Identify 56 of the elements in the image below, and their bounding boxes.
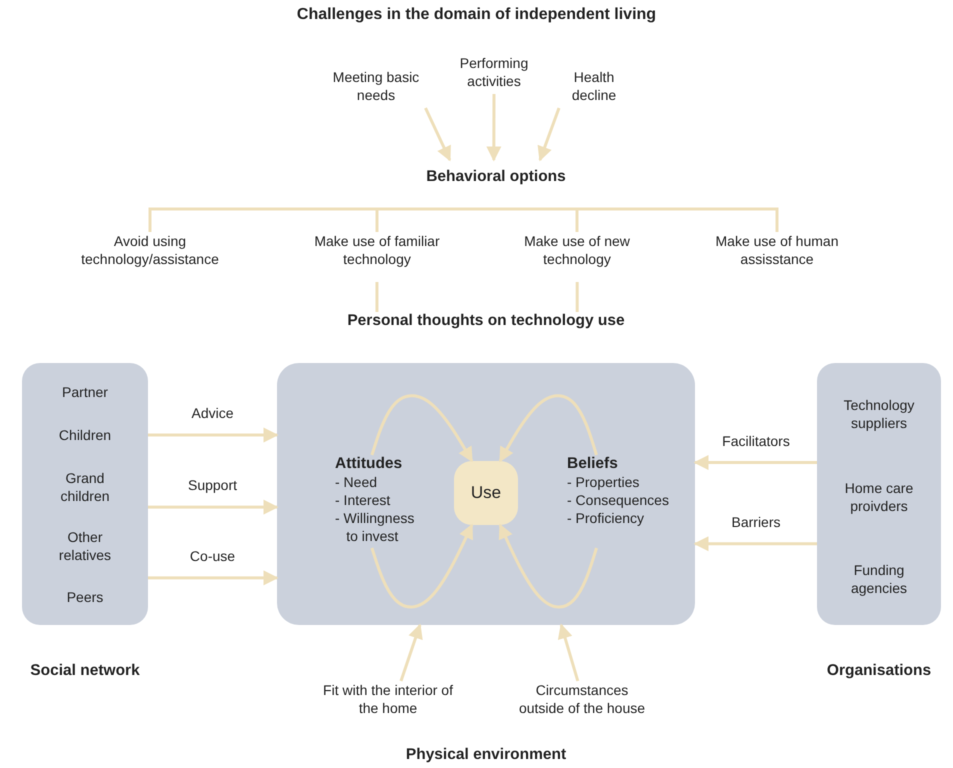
node-label: Fit with the interior of the home (323, 681, 453, 717)
group-heading: Organisations (826, 662, 932, 680)
arrow (148, 500, 278, 515)
node-label: Make use of new technology (523, 232, 631, 268)
list-heading: Beliefs (567, 455, 619, 473)
list-item: - Properties (567, 473, 640, 491)
node-label: Partner (61, 383, 109, 401)
node-label: Other relatives (58, 528, 112, 564)
list-item: - Need (335, 473, 378, 491)
node-label: Grand children (59, 469, 111, 505)
arrow (538, 107, 560, 162)
node-label: Health decline (570, 68, 618, 104)
node-label: Performing activities (458, 54, 530, 90)
connector-line (376, 208, 496, 232)
section-heading: Behavioral options (425, 168, 567, 186)
central-panel (277, 363, 695, 625)
connector-line (496, 208, 778, 232)
arrow (370, 394, 474, 462)
node-label: Funding agencies (850, 561, 908, 597)
arrow (498, 524, 598, 608)
section-heading: Personal thoughts on technology use (346, 312, 626, 330)
arrow (558, 624, 580, 682)
arrow (424, 107, 452, 162)
connector-line (576, 282, 579, 312)
node-label: Technology suppliers (842, 396, 916, 432)
list-item: - Consequences (567, 491, 670, 509)
list-item: - Willingness to invest (335, 509, 416, 545)
node-label: Children (58, 426, 112, 444)
list-heading: Attitudes (335, 455, 404, 473)
edge-label: Advice (189, 405, 236, 422)
edge-label: Facilitators (720, 432, 792, 449)
title: Challenges in the domain of independent living (296, 6, 658, 24)
list-item: - Proficiency (567, 509, 646, 527)
edge-label: Support (186, 477, 240, 494)
arrow (148, 428, 278, 443)
arrow (370, 524, 474, 608)
group-heading: Social network (29, 662, 141, 680)
arrow (498, 394, 598, 462)
group-heading: Physical environment (406, 746, 566, 764)
arrow (400, 624, 423, 682)
arrow (486, 94, 502, 162)
node-label: Use (470, 484, 502, 502)
node-label: Circumstances outside of the house (518, 681, 646, 717)
node-label: Home care proivders (844, 479, 914, 515)
arrow (148, 570, 278, 586)
node-label: Meeting basic needs (332, 68, 420, 104)
node-label: Peers (66, 588, 104, 606)
use-box (454, 461, 518, 525)
arrow (694, 536, 817, 552)
node-label: Avoid using technology/assistance (80, 232, 220, 268)
connector-line (375, 282, 378, 312)
node-label: Make use of human assisstance (714, 232, 840, 268)
list-item: - Interest (335, 491, 392, 509)
edge-label: Barriers (730, 514, 782, 530)
node-label: Make use of familiar technology (313, 232, 441, 268)
arrow (694, 455, 817, 470)
